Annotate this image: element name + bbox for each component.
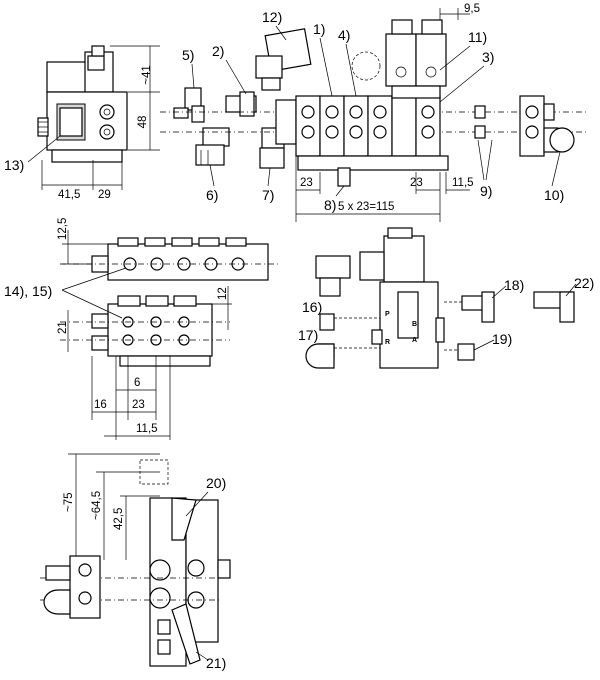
port-b-label: B <box>412 321 417 328</box>
dim-42-5: 42,5 <box>113 508 125 530</box>
callout-1: 1) <box>313 21 325 37</box>
port-r-label: R <box>385 339 390 346</box>
callout-3: 3) <box>482 49 494 65</box>
port-p-label: P <box>385 311 390 318</box>
dim-75: ~75 <box>63 492 75 512</box>
dim-12-5: 12,5 <box>57 218 69 240</box>
callout-14-15: 14), 15) <box>4 283 52 299</box>
callout-12: 12) <box>262 9 282 25</box>
valve-front-view <box>315 227 470 369</box>
end-plate-right <box>519 95 575 157</box>
accessory-parts <box>305 291 575 369</box>
manifold-top-view-upper <box>60 230 280 281</box>
callout-5: 5) <box>182 47 194 63</box>
dim-23b: 23 <box>410 177 423 189</box>
callout-9: 9) <box>480 183 492 199</box>
dim-12: 12 <box>217 287 229 300</box>
plug-connector <box>255 28 312 91</box>
valve-manifold <box>160 19 588 187</box>
callout-8: 8) <box>324 197 336 213</box>
dim-9-5: 9,5 <box>464 3 480 15</box>
callout-17: 17) <box>298 327 318 343</box>
callout-19: 19) <box>492 331 512 347</box>
dim-48: 48 <box>137 116 149 129</box>
fittings-group <box>173 87 285 169</box>
valve-side-view-bottom <box>40 453 231 667</box>
callout-21: 21) <box>206 655 226 671</box>
dim-16: 16 <box>94 399 107 411</box>
callout-11: 11) <box>468 29 487 45</box>
dim-29: 29 <box>98 189 111 201</box>
dim-41-5: 41,5 <box>58 189 80 201</box>
dim-5x23: 5 x 23=115 <box>338 201 394 213</box>
callout-18: 18) <box>504 277 524 293</box>
callout-13: 13) <box>4 157 24 173</box>
dim-11-5b: 11,5 <box>136 423 158 435</box>
callout-22: 22) <box>574 275 594 291</box>
port-a-label: A <box>412 337 417 344</box>
dim-23c: 23 <box>132 399 145 411</box>
solenoid-valve-side-view <box>37 45 128 163</box>
dim-21: 21 <box>57 321 69 334</box>
callout-16: 16) <box>302 299 322 315</box>
callout-20: 20) <box>206 475 226 491</box>
dimension-lines-left <box>41 45 160 190</box>
seals <box>474 105 486 139</box>
callout-6: 6) <box>206 187 218 203</box>
callout-7: 7) <box>262 187 274 203</box>
dim-64-5: ~64,5 <box>91 491 103 520</box>
dim-6: 6 <box>134 377 140 389</box>
callout-10: 10) <box>544 187 564 203</box>
dim-23a: 23 <box>300 177 313 189</box>
dim-11-5a: 11,5 <box>452 177 474 189</box>
dim-41: ~41 <box>141 65 153 85</box>
callout-4: 4) <box>338 27 350 43</box>
callout-2: 2) <box>212 43 224 59</box>
manifold-top-view-lower <box>60 286 232 367</box>
